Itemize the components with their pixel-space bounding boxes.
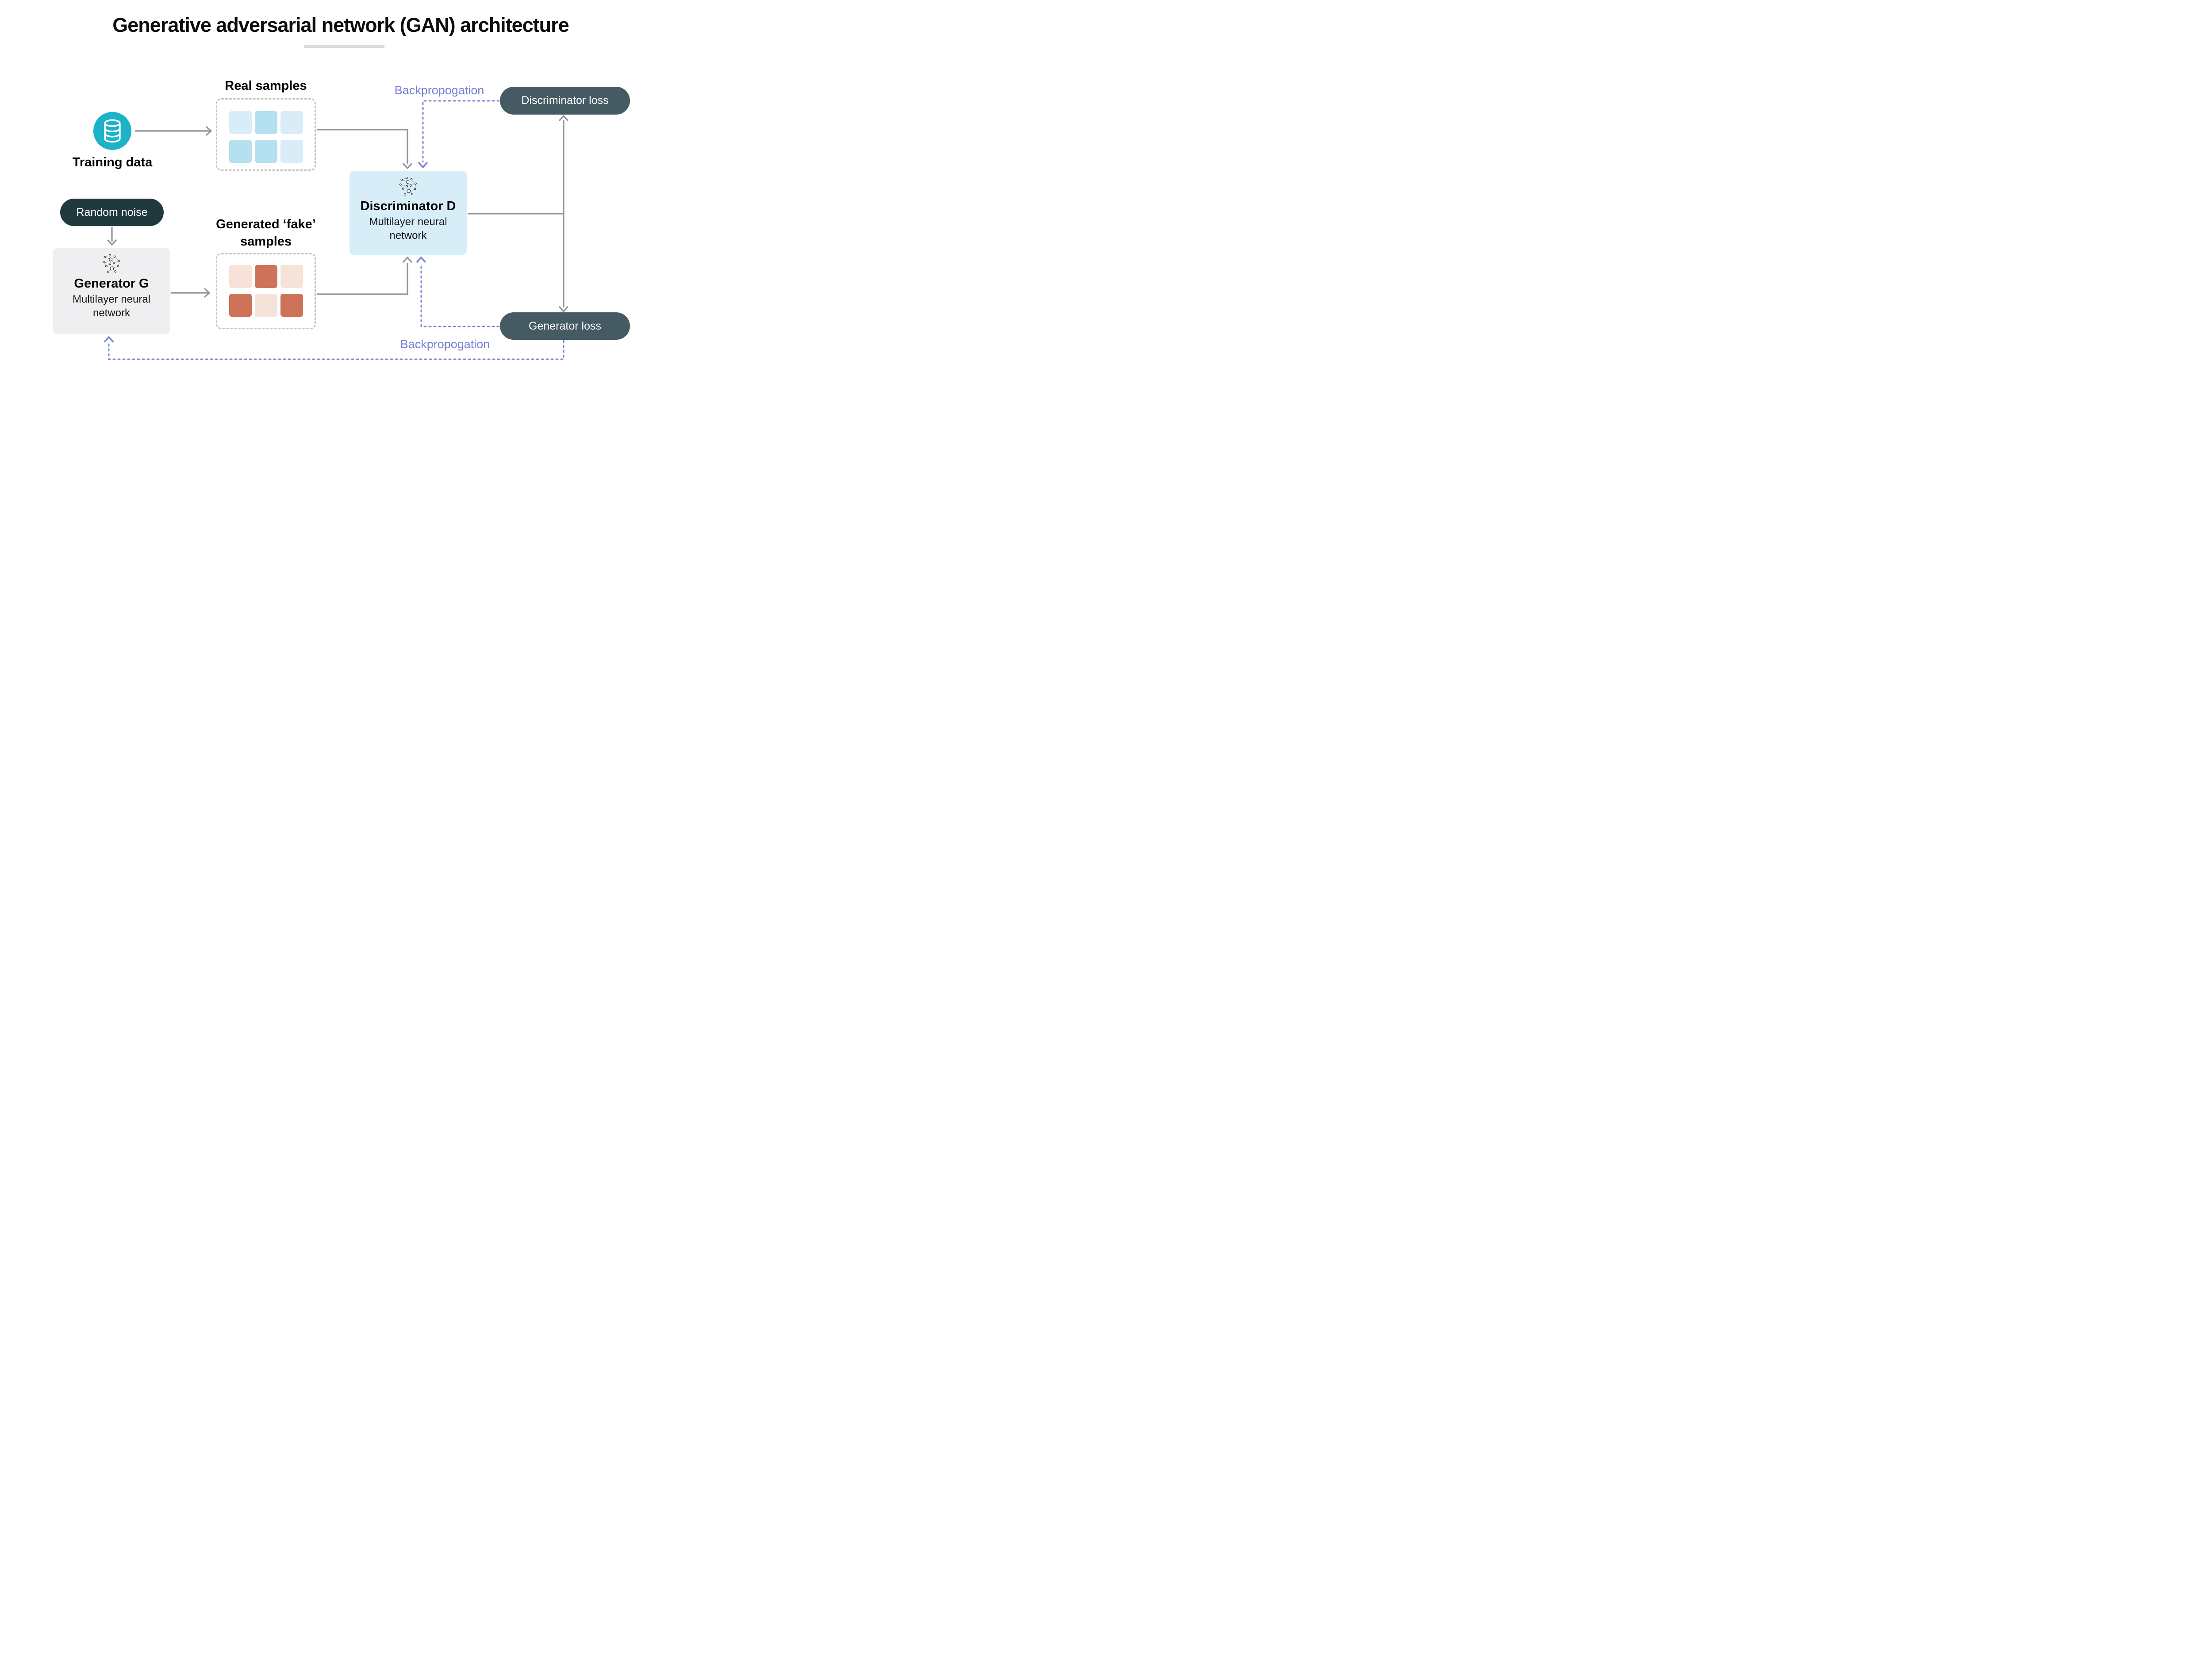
backprop-discloss-to-discriminator [422, 100, 500, 163]
line-discriminator-to-losses [468, 120, 565, 307]
random-noise-pill: Random noise [60, 199, 164, 226]
discriminator-box: Discriminator D Multilayer neural networ… [349, 171, 467, 255]
real-samples-grid [217, 100, 315, 163]
backpropogation-label-top: Backpropogation [394, 84, 484, 97]
random-noise-label: Random noise [76, 206, 148, 219]
real-sample-cell [255, 140, 277, 163]
gan-architecture-diagram: Generative adversarial network (GAN) arc… [0, 0, 681, 383]
generator-loss-label: Generator loss [529, 319, 601, 332]
arrowhead [402, 256, 413, 263]
title-underline [304, 45, 384, 48]
arrow-real-to-discriminator [317, 129, 408, 164]
fake-sample-cell [255, 265, 277, 288]
training-data-node [93, 112, 131, 150]
real-sample-cell [229, 111, 252, 134]
real-sample-cell [280, 140, 303, 163]
generator-subtitle: Multilayer neural network [72, 293, 151, 319]
fake-samples-heading-line2: samples [240, 234, 292, 249]
arrowhead [558, 306, 569, 313]
neural-network-icon [399, 177, 417, 196]
database-icon [104, 119, 121, 143]
real-samples-box [216, 98, 316, 171]
arrowhead [107, 239, 117, 246]
fake-samples-heading: Generated ‘fake’ samples [203, 216, 329, 250]
discriminator-loss-label: Discriminator loss [521, 94, 609, 107]
discriminator-name: Discriminator D [360, 199, 456, 213]
fake-samples-grid [217, 254, 315, 317]
arrowhead [104, 336, 114, 343]
fake-sample-cell [255, 294, 277, 317]
real-sample-cell [280, 111, 303, 134]
generator-box: Generator G Multilayer neural network [53, 248, 170, 334]
backpropogation-label-bottom: Backpropogation [400, 338, 490, 351]
real-sample-cell [255, 111, 277, 134]
fake-sample-cell [229, 294, 252, 317]
neural-network-icon [102, 254, 120, 273]
backprop-genloss-to-discriminator [420, 264, 500, 327]
real-samples-heading: Real samples [225, 79, 307, 93]
arrowhead [205, 126, 212, 136]
arrowhead [416, 256, 426, 263]
arrow-fake-to-discriminator [317, 263, 408, 295]
page-title: Generative adversarial network (GAN) arc… [112, 14, 569, 36]
arrowhead [418, 161, 428, 169]
fake-sample-cell [280, 265, 303, 288]
generator-name: Generator G [74, 276, 149, 291]
fake-samples-box [216, 253, 316, 329]
generator-loss-pill: Generator loss [500, 312, 630, 340]
discriminator-subtitle: Multilayer neural network [369, 216, 447, 242]
real-sample-cell [229, 140, 252, 163]
training-data-label: Training data [72, 155, 153, 169]
arrowhead [204, 288, 211, 298]
fake-sample-cell [229, 265, 252, 288]
discriminator-loss-pill: Discriminator loss [500, 87, 630, 115]
fake-sample-cell [280, 294, 303, 317]
arrowhead [402, 162, 413, 169]
arrowhead [558, 115, 569, 122]
fake-samples-heading-line1: Generated ‘fake’ [216, 217, 316, 231]
